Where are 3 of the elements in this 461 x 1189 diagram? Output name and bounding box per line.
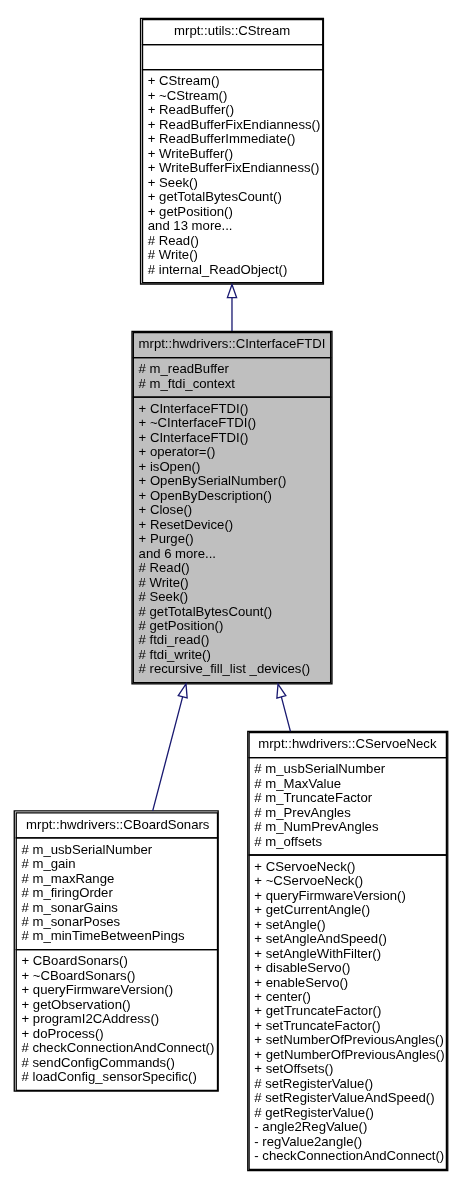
arrow [225,282,238,332]
arrow [275,682,291,732]
arrow [151,682,188,812]
